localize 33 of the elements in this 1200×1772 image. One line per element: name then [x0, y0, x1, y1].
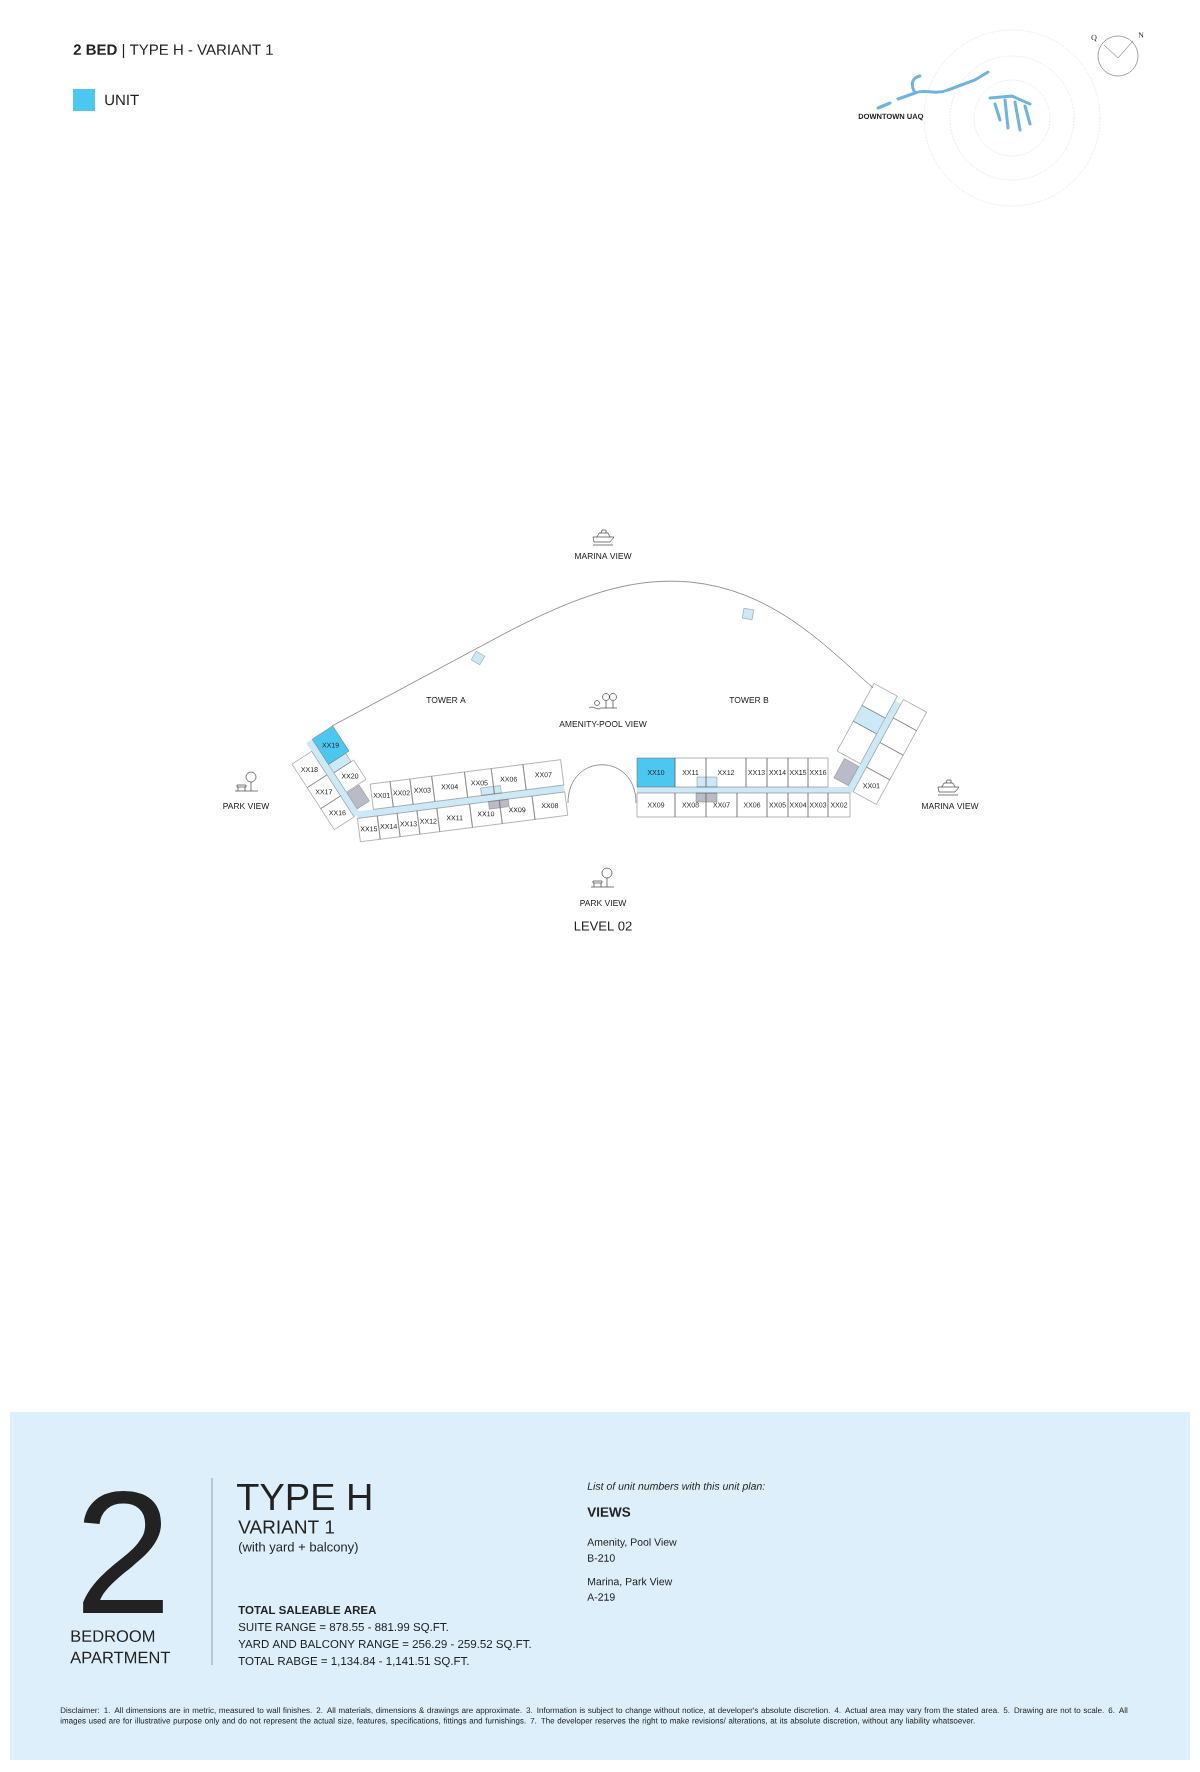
view-name: Amenity, Pool View [587, 1538, 677, 1548]
area-heading: TOTAL SALEABLE AREA [238, 1605, 377, 1615]
bedroom-count: 2 [83, 1490, 163, 1614]
view-label: MARINA VIEW [922, 803, 979, 809]
compass-letter: Q [1091, 34, 1097, 42]
apartment-label: BEDROOM APARTMENT [70, 1630, 171, 1664]
view-label: PARK VIEW [580, 900, 627, 906]
variant-label: VARIANT 1 [238, 1520, 335, 1534]
tower-label: TOWER A [426, 697, 466, 703]
unit-cell [879, 717, 917, 756]
area-value: TOTAL RABGE = 1,134.84 - 1,141.51 SQ.FT. [238, 1656, 469, 1668]
legend-label: UNIT [105, 94, 139, 106]
variant-note: (with yard + balcony) [239, 1541, 358, 1555]
disclaimer-text: Disclaimer: 1. All dimensions are in metric, measured to wall finishes. 2. All materials, dimensions & drawings are approximate. 3. Information is subject to change without notice, at developer's absolute discretion. 4. Actual area may vary from the stated area. 5. Drawing are not to scale. 6. All images used are for illustrative purpose only and do not represent the actual size, features, specifications, fittings and furnishings. 7. The developer reserves the right to make revisions/ alterations, at its absolute discretion, without any liability whatsoever. [60, 1707, 1128, 1726]
views-heading: VIEWS [587, 1507, 631, 1517]
view-label: AMENITY-POOL VIEW [559, 721, 647, 727]
unit-type: TYPE H [237, 1483, 371, 1511]
view-label: PARK VIEW [223, 803, 270, 809]
area-value: YARD AND BALCONY RANGE = 256.29 - 259.52 SQ.FT. [238, 1639, 531, 1651]
unit-cell [866, 742, 904, 781]
list-heading: List of unit numbers with this unit plan: [587, 1482, 765, 1492]
unit-cell [836, 720, 877, 764]
tower-label: TOWER B [729, 697, 769, 703]
title: 2 BED | TYPE H - VARIANT 1 [73, 44, 273, 59]
unit-cell [893, 699, 927, 731]
level-label: LEVEL 02 [574, 921, 632, 931]
view-label: MARINA VIEW [575, 553, 632, 559]
unit-number: A-219 [587, 1593, 615, 1601]
unit-cell [861, 683, 898, 719]
unit-number: B-210 [588, 1554, 615, 1562]
view-name: Marina, Park View [588, 1577, 673, 1587]
area-value: SUITE RANGE = 878.55 - 881.99 SQ.FT. [238, 1622, 448, 1634]
compass-letter: N [1138, 32, 1144, 38]
